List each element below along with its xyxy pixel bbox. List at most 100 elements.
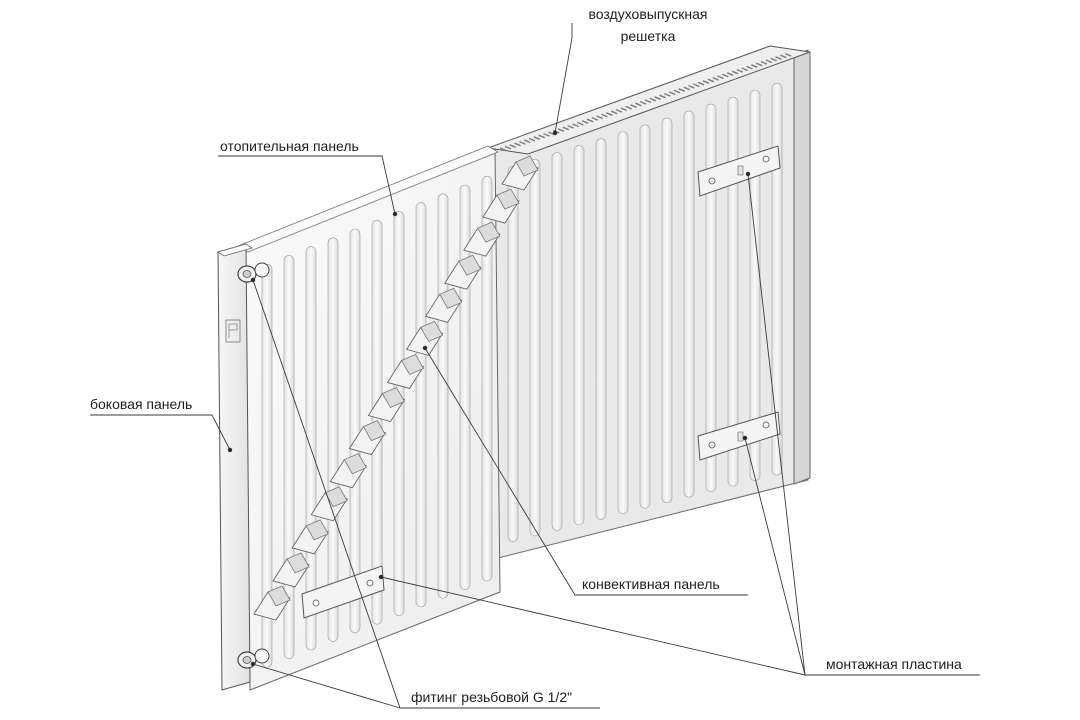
grille-slot	[567, 124, 574, 129]
grille-slot	[499, 147, 507, 152]
grille-slot	[610, 110, 618, 115]
convection-panel-rib	[595, 138, 607, 520]
heating-panel-ribs	[261, 175, 493, 668]
grille-slot	[644, 99, 652, 104]
grille-slot	[673, 89, 681, 94]
convection-panel-rib	[617, 131, 629, 515]
radiator-right-edge	[793, 51, 811, 485]
convection-fin-fold	[324, 486, 348, 508]
convection-panel-rib	[551, 152, 563, 531]
grille-slot	[615, 108, 623, 113]
heating-panel-rib	[481, 175, 493, 582]
convection-panel-rib	[749, 89, 761, 481]
grille-slot	[780, 54, 787, 59]
grille-slot	[586, 118, 594, 123]
convection-fin-fold	[381, 387, 406, 409]
grille-slot	[770, 57, 777, 62]
heating-panel-rib	[415, 202, 427, 608]
convection-panel-label: конвективная панель	[582, 576, 720, 592]
grille-slot	[654, 96, 661, 100]
grille-slot	[601, 113, 608, 118]
grille-slot	[775, 56, 782, 60]
air-grille-label-line2: решетка	[621, 28, 676, 44]
convection-fin-fold	[267, 585, 291, 607]
fitting-label: фитинг резьбовой G 1/2"	[411, 689, 572, 705]
convection-fin-fold	[420, 320, 444, 342]
heating-panel-rib	[327, 237, 339, 642]
convection-panel-rib	[507, 166, 519, 542]
grille-slot	[731, 70, 739, 75]
grille-slot	[784, 52, 792, 57]
grille-slot	[635, 102, 642, 107]
grille-slot	[649, 97, 657, 102]
grille-slot	[625, 105, 632, 110]
convection-fin-fold	[305, 519, 329, 541]
convection-fins	[253, 155, 539, 621]
convection-panel-rib	[683, 110, 695, 498]
grille-slot	[736, 68, 744, 73]
grille-slot	[717, 75, 724, 80]
grille-slot	[572, 123, 579, 128]
mounting-plate-lower	[301, 565, 385, 619]
grille-slot	[741, 67, 748, 72]
grille-slot	[746, 65, 753, 70]
grille-slot	[504, 145, 512, 150]
grille-slot	[581, 120, 589, 124]
grille-slot	[514, 142, 521, 147]
grille-slot	[678, 88, 686, 92]
grille-slot	[596, 115, 603, 120]
heating-panel-rib	[437, 193, 449, 599]
heating-panel-rib	[349, 228, 361, 634]
convection-fin-fold	[362, 420, 386, 442]
convection-fin-fold	[439, 287, 463, 309]
grille-slot	[557, 128, 565, 132]
convection-panel-rib	[771, 83, 783, 476]
grille-slot	[538, 134, 545, 139]
grille-slot	[765, 59, 773, 64]
heating-panel-rib	[261, 263, 273, 668]
grille-slot	[726, 72, 734, 76]
grille-slot	[639, 100, 647, 105]
mounting-plate-middle	[697, 411, 781, 461]
grille-slot	[697, 81, 705, 86]
mounting-plate-top	[697, 145, 781, 197]
convection-fin-fold	[515, 155, 539, 177]
convection-fin-fold	[343, 453, 367, 475]
side-panel-label: боковая панель	[90, 396, 192, 412]
grille-slot	[543, 132, 550, 137]
grille-slot	[707, 78, 715, 83]
grille-slot	[620, 107, 628, 112]
convection-panel-rib	[661, 117, 673, 504]
grille-slot	[683, 86, 690, 91]
grille-slot	[751, 64, 758, 68]
convection-panel-rib	[573, 145, 585, 526]
air-grille-label-line1: воздуховыпускная	[589, 6, 708, 22]
grille-slot	[668, 91, 676, 96]
grille-slot	[577, 121, 584, 126]
grille-slot	[722, 73, 729, 78]
grille-slot	[519, 140, 526, 145]
grille-slot	[533, 136, 541, 140]
fitting-top	[237, 262, 270, 283]
grille-slot	[606, 112, 613, 116]
grille-slot	[664, 92, 671, 97]
side-panel	[217, 243, 253, 691]
convection-fin-fold	[286, 552, 310, 574]
brand-logo-mark	[225, 319, 241, 343]
grille-slot	[712, 76, 719, 81]
convection-fin-fold	[496, 188, 520, 210]
grille-slot	[562, 126, 570, 131]
grille-slot	[630, 104, 637, 108]
callouts: воздуховыпускная решетка отопительная па…	[90, 6, 980, 709]
grille-slot	[528, 137, 536, 142]
convection-fin-fold	[400, 353, 425, 375]
convection-panel-rib	[529, 159, 541, 537]
grille-slot	[659, 94, 666, 99]
convection-fin-fold	[458, 254, 482, 276]
convection-panel-rib	[705, 103, 717, 492]
radiator	[217, 45, 811, 691]
grille-slot	[523, 139, 531, 144]
grille-slot	[693, 83, 700, 88]
grille-slot	[755, 62, 763, 67]
